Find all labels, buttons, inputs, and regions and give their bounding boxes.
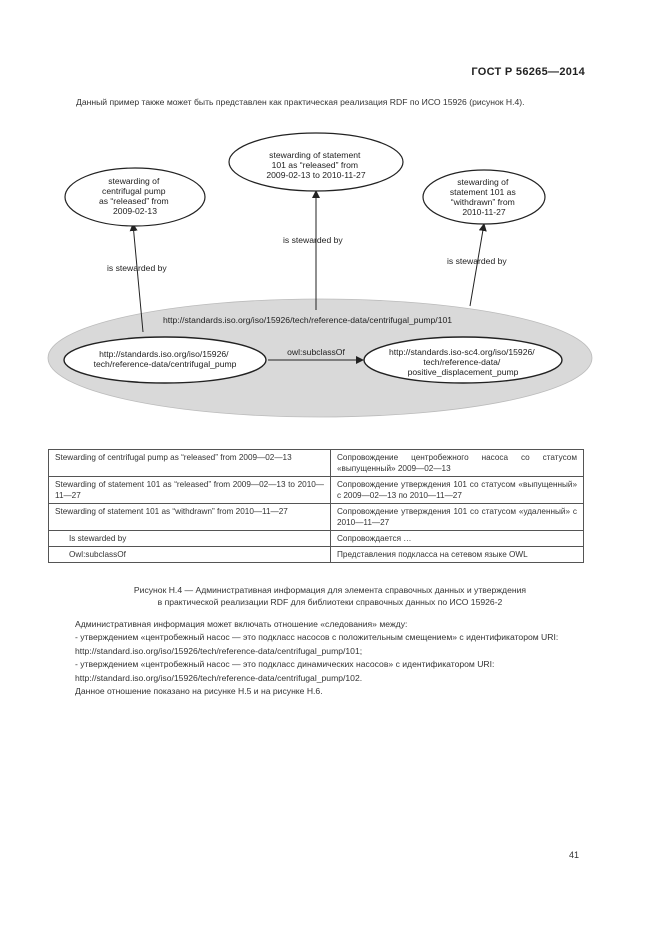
edge-middle-label: is stewarded by	[283, 235, 343, 245]
table-cell-ru: Сопровождение утверждения 101 со статусо…	[330, 503, 584, 531]
table-cell-ru: Сопровождение утверждения 101 со статусо…	[330, 476, 584, 504]
table-row: Owl:subclassOf Представления подкласса н…	[48, 546, 584, 563]
translation-table: Stewarding of centrifugal pump as “relea…	[48, 449, 584, 563]
body-line: Данное отношение показано на рисунке Н.5…	[75, 686, 323, 697]
body-line: - утверждением «центробежный насос — это…	[75, 632, 559, 643]
inner-left-text: http://standards.iso.org/iso/15926/ tech…	[94, 349, 237, 369]
table-cell-ru: Сопровождается …	[330, 530, 584, 547]
body-line: Административная информация может включа…	[75, 619, 408, 629]
rdf-diagram: stewarding of statement 101 as “released…	[47, 132, 593, 418]
body-line: http://standard.iso.org/iso/15926/tech/r…	[75, 645, 363, 656]
right-node-ellipse	[422, 169, 546, 225]
body-line: http://standard.iso.org/iso/15926/tech/r…	[75, 672, 363, 683]
caption-line-2: в практической реализации RDF для библио…	[157, 597, 503, 607]
table-row: Stewarding of statement 101 as “released…	[48, 476, 584, 504]
inner-right-text: http://standards.iso-sc4.org/iso/15926/ …	[389, 347, 537, 377]
table-row: Stewarding of centrifugal pump as “relea…	[48, 449, 584, 477]
outer-uri-ellipse	[47, 298, 593, 418]
body-line: - утверждением «центробежный насос — это…	[75, 659, 495, 670]
intro-paragraph: Данный пример также может быть представл…	[76, 97, 525, 107]
body-text: Административная информация может включа…	[62, 618, 584, 698]
table-row: Stewarding of statement 101 as “withdraw…	[48, 503, 584, 531]
edge-right-label: is stewarded by	[447, 256, 507, 266]
caption-line-1: Рисунок Н.4 — Административная информаци…	[133, 585, 527, 595]
table-cell-en: Stewarding of statement 101 as “withdraw…	[48, 503, 331, 531]
figure-caption: Рисунок Н.4 — Административная информаци…	[60, 584, 600, 608]
edge-left-label: is stewarded by	[107, 263, 167, 273]
subclass-label: owl:subclassOf	[287, 347, 345, 357]
document-header: ГОСТ Р 56265—2014	[471, 66, 585, 78]
edge-left-arrow	[129, 223, 144, 333]
edge-right-arrow	[469, 223, 487, 307]
top-node-ellipse	[228, 132, 404, 192]
left-node-ellipse	[64, 167, 206, 227]
table-cell-ru: Сопровождение центробежного насоса со ст…	[330, 449, 584, 477]
outer-uri-label: http://standards.iso.org/iso/15926/tech/…	[163, 315, 452, 325]
table-cell-en: Stewarding of statement 101 as “released…	[48, 476, 331, 504]
table-row: Is stewarded by Сопровождается …	[48, 530, 584, 547]
table-cell-en: Stewarding of centrifugal pump as “relea…	[48, 449, 331, 477]
table-cell-en: Is stewarded by	[48, 530, 331, 547]
inner-left-ellipse	[63, 336, 267, 384]
top-node-text: stewarding of statement 101 as “released…	[266, 150, 365, 180]
page-number: 41	[569, 850, 580, 860]
inner-right-ellipse	[363, 336, 563, 384]
left-node-text: stewarding of centrifugal pump as “relea…	[99, 176, 171, 216]
table-cell-ru: Представления подкласса на сетевом языке…	[330, 546, 584, 563]
table-cell-en: Owl:subclassOf	[48, 546, 331, 563]
right-node-text: stewarding of statement 101 as “withdraw…	[450, 177, 518, 217]
